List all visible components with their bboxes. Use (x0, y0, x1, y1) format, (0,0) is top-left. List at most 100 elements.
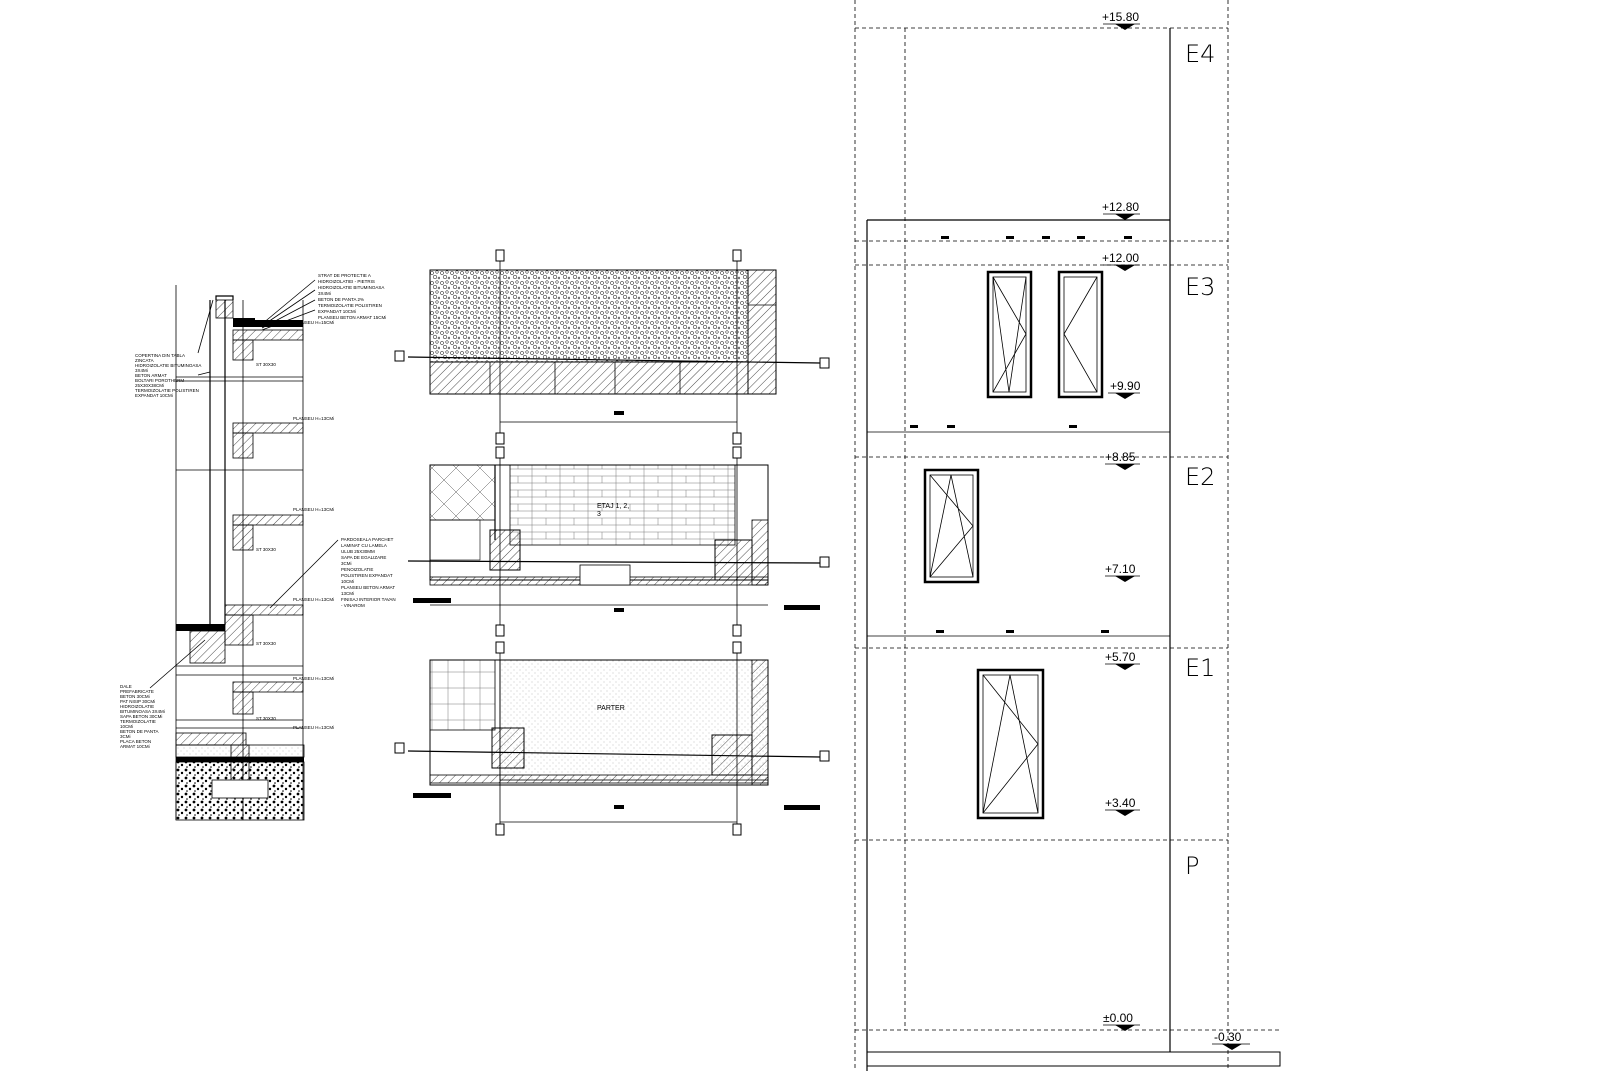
note-line: HIDROIZOLATIE BITUMINOASA (135, 363, 201, 368)
note-line: 10CMi (341, 579, 354, 584)
slab-tags: PLANSEU H=15CMi ST 30X30 PLANSEU H=13CMi… (256, 320, 334, 730)
note-line: 3X4Mi (135, 368, 148, 373)
floor-labels: E4 E3 E2 E1 P (1185, 40, 1215, 880)
note-line: BETON 30CMi (120, 694, 150, 699)
roof-plan (407, 258, 821, 440)
note-line: TERMOIZOLATIE POLISTIREN (135, 388, 199, 393)
note-line: 13CMi (341, 591, 354, 596)
note-line: ULUB 25X30MM (341, 549, 375, 554)
level-value: -0.30 (1214, 1030, 1242, 1044)
typical-floor-label: ETAJ 1, 2,3 (597, 503, 629, 518)
level-570: +5.70 (1105, 650, 1140, 670)
level-value: +7.10 (1105, 562, 1136, 576)
floor-layer-notes: PARDOSEALA PARCHET LAMINAT CU LAMELA ULU… (341, 537, 396, 608)
level-710: +7.10 (1105, 562, 1140, 582)
level-value: +5.70 (1105, 650, 1136, 664)
level-m030: -0.30 (1212, 1030, 1250, 1050)
level-1280: +12.80 (1102, 200, 1140, 220)
window-e1 (976, 668, 1045, 820)
level-1200: +12.00 (1102, 251, 1140, 271)
level-340: +3.40 (1105, 796, 1140, 816)
slab-tag: ST 30X30 (256, 362, 276, 367)
grid-markers-middle (413, 446, 830, 637)
note-line: 3X4Mi (318, 291, 331, 296)
level-markers: +15.80 +12.80 +12.00 +9.90 +8.85 +7.10 +… (1102, 10, 1250, 1050)
level-990: +9.90 (1108, 379, 1141, 399)
note-line: HIDROIZOLATIEI - PIETRIS (318, 279, 375, 284)
ground-floor-plan: PARTER (407, 650, 821, 835)
level-value: +9.90 (1110, 379, 1141, 393)
level-value: +12.80 (1102, 200, 1139, 214)
window-e3-left (986, 270, 1033, 399)
note-line: ARMAT 10CMi (120, 744, 150, 749)
note-line: ZINCATA (135, 358, 154, 363)
note-line: BETON ARMAT (135, 373, 167, 378)
wall-section-detail (149, 279, 339, 821)
slab-tag: ST 30X30 (256, 716, 276, 721)
windows (923, 270, 1104, 820)
slab-tag: ST 30X30 (256, 641, 276, 646)
note-line: PREFABRICATE (120, 689, 154, 694)
note-line: PLACA BETON (120, 739, 151, 744)
level-value: +3.40 (1105, 796, 1136, 810)
window-e2 (923, 468, 980, 584)
note-line: PENOIZOLATIE (341, 567, 373, 572)
floor-label-p: P (1185, 852, 1199, 880)
level-value: ±0.00 (1103, 1011, 1133, 1025)
note-line: PLANSEU BETON ARMAT 15CMi (318, 315, 386, 320)
note-line: SAPA BETON 30CMi (120, 714, 162, 719)
slab-tag: PLANSEU H=15CMi (293, 320, 334, 325)
note-line: 10CMi (120, 724, 133, 729)
note-line: POLISTIREN EXPANDAT (341, 573, 393, 578)
note-line: PAT NISIP 30CMi (120, 699, 155, 704)
note-line: FINISAJ INTERIOR TAVAN (341, 597, 396, 602)
level-885: +8.85 (1105, 450, 1140, 470)
ground-floor-label: PARTER (597, 705, 625, 712)
floor-label-e4: E4 (1185, 40, 1215, 68)
floor-label-e3: E3 (1185, 273, 1215, 301)
floor-label-e2: E2 (1185, 463, 1215, 491)
note-line: EXPANDAT 10CMi (135, 393, 173, 398)
note-line: 3CMi (120, 734, 131, 739)
slab-tag: PLANSEU H=13CMi (293, 597, 334, 602)
note-line: - VINAROM (341, 603, 365, 608)
slab-tag: PLANSEU H=13CMi (293, 507, 334, 512)
window-e3-right (1057, 270, 1104, 399)
note-line: COPERTINA DIN TABLA (135, 353, 185, 358)
note-line: EXPANDAT 10CMi (318, 309, 356, 314)
note-line: 25X30X38CMi (135, 383, 164, 388)
note-line: STRAT DE PROTECTIE A (318, 273, 371, 278)
floor-label-e1: E1 (1185, 654, 1215, 682)
note-line: HIDROIZOLATIE BITUMINOASA (318, 285, 384, 290)
slab-tag: PLANSEU H=13CMi (293, 416, 334, 421)
level-value: +15.80 (1102, 10, 1139, 24)
note-line: BETON DE PANTA 2% (318, 297, 364, 302)
wall-layer-notes: COPERTINA DIN TABLA ZINCATA HIDROIZOLATI… (135, 353, 201, 398)
note-line: LAMINAT CU LAMELA (341, 543, 387, 548)
note-line: HIDROIZOLATIE (120, 704, 154, 709)
note-line: TERMOIZOLATIE POLISTIREN (318, 303, 382, 308)
note-line: TERMOIZOLATIE (120, 719, 156, 724)
level-1580: +15.80 (1102, 10, 1140, 30)
facade-elevation (854, 0, 1281, 1071)
level-value: +12.00 (1102, 251, 1139, 265)
typical-floor-plan: ETAJ 1, 2,3 (407, 455, 821, 625)
note-line: 3CMi (341, 561, 352, 566)
note-line: BETON DE PANTA (120, 729, 159, 734)
roof-layer-notes: STRAT DE PROTECTIE A HIDROIZOLATIEI - PI… (318, 273, 386, 320)
note-line: SAPA DE EGALIZARE (341, 555, 386, 560)
note-line: PLANSEU BETON ARMAT (341, 585, 395, 590)
grid-markers-bottom (394, 641, 830, 836)
ground-layer-notes: DALE PREFABRICATE BETON 30CMi PAT NISIP … (120, 684, 165, 749)
note-line: DALE (120, 684, 132, 689)
note-line: BITUMINOASA 3X4Mi (120, 709, 165, 714)
slab-tag: PLANSEU H=13CMi (293, 676, 334, 681)
note-line: PARDOSEALA PARCHET (341, 537, 394, 542)
slab-tag: ST 30X30 (256, 547, 276, 552)
slab-tag: PLANSEU H=13CMi (293, 725, 334, 730)
grid-markers-top (394, 249, 830, 445)
level-value: +8.85 (1105, 450, 1136, 464)
note-line: BOLTARI POROTHERM (135, 378, 184, 383)
level-000: ±0.00 (1103, 1011, 1140, 1031)
